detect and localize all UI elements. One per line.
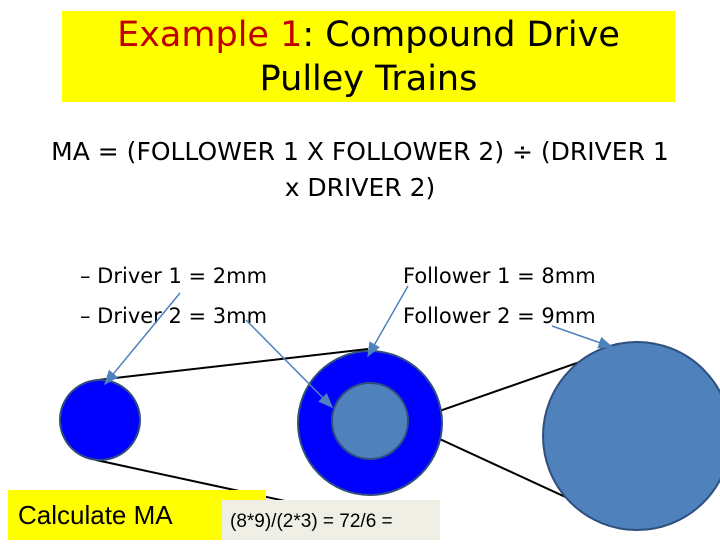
driver-1-pulley <box>59 379 141 461</box>
belt-1-top <box>97 348 369 381</box>
driver-2-arrow <box>245 319 334 409</box>
follower-list: Follower 1 = 8mm Follower 2 = 9mm <box>403 256 596 336</box>
follower-2-arrow <box>551 325 614 349</box>
answer-text: (8*9)/(2*3) = 72/6 = <box>222 500 440 540</box>
title-second-line: Pulley Trains <box>259 59 478 99</box>
title-example-label: Example 1 <box>117 15 303 55</box>
title-main-text: : Compound Drive <box>302 15 620 55</box>
driver-1-label: – Driver 1 = 2mm <box>80 264 268 288</box>
ma-formula: MA = (FOLLOWER 1 X FOLLOWER 2) ÷ (DRIVER… <box>20 134 700 206</box>
follower-1-label: Follower 1 = 8mm <box>403 264 596 288</box>
follower-2-label: Follower 2 = 9mm <box>403 304 596 328</box>
compound-pulley-inner <box>331 382 409 460</box>
formula-line-1: MA = (FOLLOWER 1 X FOLLOWER 2) ÷ (DRIVER… <box>51 137 669 166</box>
formula-line-2: x DRIVER 2) <box>284 173 436 202</box>
driver-list: – Driver 1 = 2mm – Driver 2 = 3mm <box>80 256 267 336</box>
follower-2-pulley <box>542 341 720 531</box>
driver-1-arrow <box>104 292 181 386</box>
driver-2-label: – Driver 2 = 3mm <box>80 304 268 328</box>
slide-title: Example 1: Compound Drive Pulley Trains <box>62 11 675 102</box>
follower-1-arrow <box>367 285 409 358</box>
